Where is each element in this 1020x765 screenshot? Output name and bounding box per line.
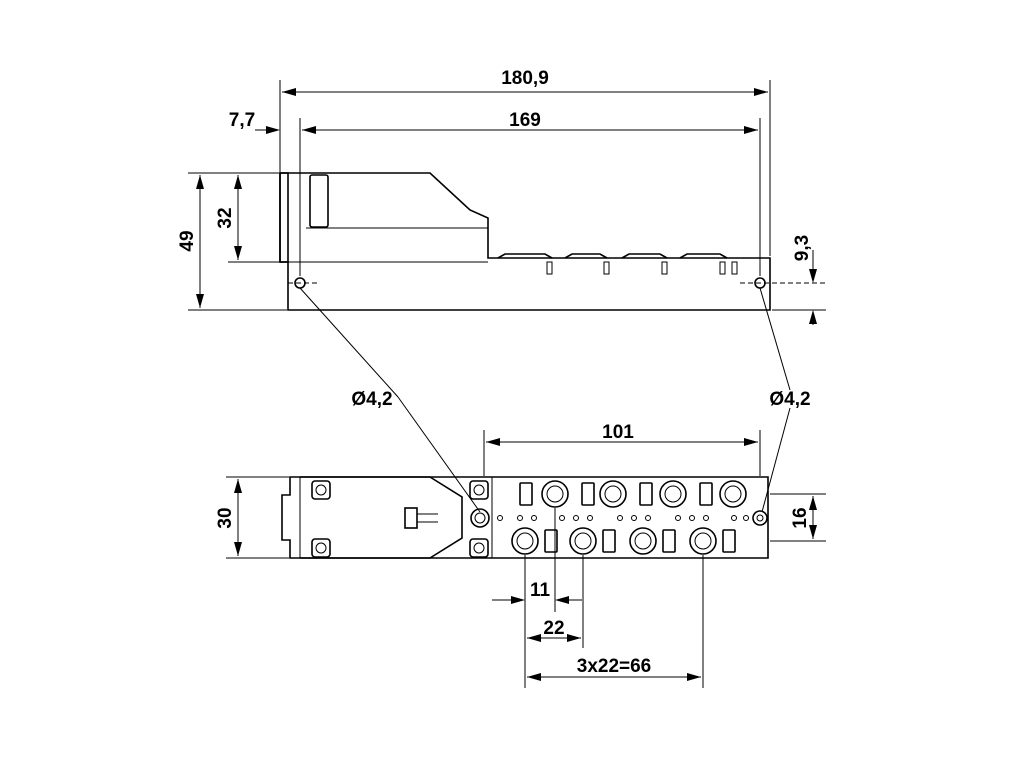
top-latch-slot (404, 507, 418, 529)
dim-width: 30 (215, 476, 289, 559)
label-row-offset: 16 (790, 507, 811, 528)
leader-hole-right: Ø4,2 (759, 287, 811, 513)
side-latch (309, 174, 329, 228)
dim-left-offset: 7,7 (229, 110, 280, 134)
dim-pitch-total: 3x22=66 (527, 555, 704, 688)
dim-pitch-22: 22 (527, 555, 584, 648)
side-end-cap (279, 172, 289, 263)
connectors-lower-row (511, 527, 736, 555)
dim-height-total: 49 (177, 172, 287, 311)
label-hole-pitch: 169 (509, 110, 541, 131)
top-hole-left (470, 508, 490, 528)
label-hole-diameter-left: Ø4,2 (351, 389, 392, 410)
top-hole-right (752, 510, 768, 526)
dim-height-upper: 32 (215, 175, 279, 263)
dim-offset-11: 11 (492, 508, 582, 688)
label-hole-height: 9,3 (792, 235, 813, 261)
dim-row-offset: 16 (770, 493, 826, 542)
label-overall-length: 180,9 (501, 68, 549, 89)
label-left-offset: 7,7 (229, 110, 255, 131)
label-connector-span: 101 (602, 422, 634, 443)
dim-connector-span: 101 (483, 422, 761, 476)
leader-hole-left: Ø4,2 (299, 287, 481, 513)
dim-hole-pitch: 169 (299, 110, 761, 276)
side-connector-bumps (497, 253, 738, 275)
dim-overall-length: 180,9 (279, 68, 771, 256)
label-height-upper: 32 (215, 207, 236, 228)
label-pitch-22: 22 (543, 618, 564, 639)
side-view (279, 172, 825, 311)
top-view (281, 476, 769, 559)
label-pitch-total: 3x22=66 (577, 656, 652, 677)
label-height-total: 49 (177, 230, 198, 251)
connectors-upper-row (519, 480, 747, 508)
led-row (497, 515, 749, 521)
label-width: 30 (215, 507, 236, 528)
side-view-body (279, 172, 771, 311)
dim-hole-height: 9,3 (772, 235, 826, 325)
label-offset-11: 11 (530, 580, 551, 601)
top-view-body (281, 476, 769, 559)
label-hole-diameter-right: Ø4,2 (769, 389, 810, 410)
top-corner-screws (311, 480, 489, 558)
